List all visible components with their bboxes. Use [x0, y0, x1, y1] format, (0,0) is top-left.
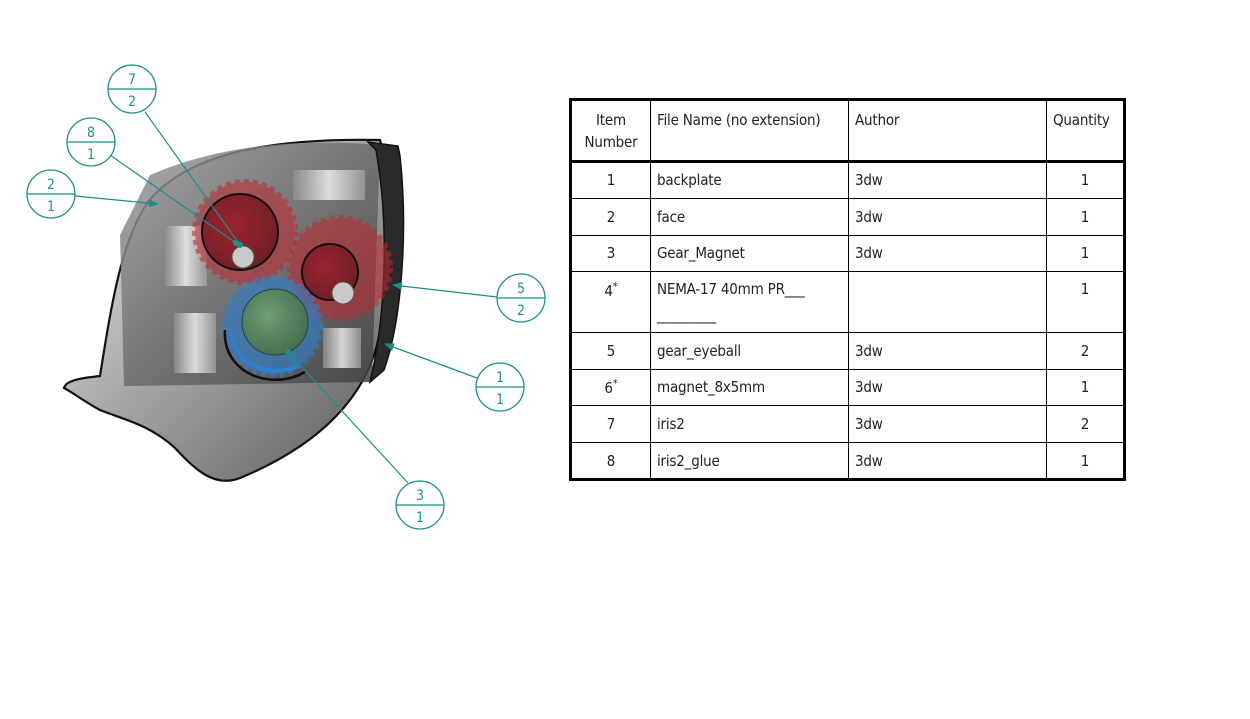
mount-block: [293, 170, 365, 200]
cell-author: 3dw: [848, 368, 1047, 407]
table-row: 2 face 3dw 1: [570, 197, 1125, 236]
file-name-text: NEMA-17 40mm PR___ _________: [657, 280, 805, 325]
table-row: 4* NEMA-17 40mm PR___ _________ 1: [570, 271, 1125, 333]
cell-author: 3dw: [848, 197, 1047, 236]
cell-item-number: 5: [570, 331, 651, 370]
item-mark: *: [612, 280, 618, 294]
table-row: 5 gear_eyeball 3dw 2: [570, 331, 1125, 370]
balloon-item-number: 2: [47, 177, 55, 193]
cell-author: 3dw: [848, 234, 1047, 273]
cell-file-name: iris2_glue: [650, 442, 849, 480]
leader-line: [74, 195, 159, 208]
cell-author: [848, 271, 1047, 333]
balloon-item-3: 3 1: [395, 480, 445, 530]
mount-blocks: [165, 170, 365, 373]
mount-block: [174, 313, 216, 373]
table-header-row: Item Number File Name (no extension) Aut…: [570, 99, 1125, 163]
cell-quantity: 1: [1046, 197, 1125, 236]
leader-dot: [233, 240, 239, 246]
cell-item-number: 1: [570, 161, 651, 199]
balloon-callouts: 7 2 8 1 2 1 5 2: [26, 64, 546, 530]
balloon-quantity: 1: [496, 392, 504, 408]
table-row: 1 backplate 3dw 1: [570, 161, 1125, 199]
item-number-text: 4: [604, 282, 613, 301]
header-file-name: File Name (no extension): [650, 99, 849, 163]
bill-of-materials-table: Item Number File Name (no extension) Aut…: [569, 98, 1126, 481]
cell-item-number: 7: [570, 405, 651, 444]
balloon-quantity: 2: [128, 94, 136, 110]
balloon-quantity: 2: [517, 303, 525, 319]
mouth-slot: [223, 329, 306, 382]
balloon-quantity: 1: [87, 147, 95, 163]
cell-file-name: face: [650, 197, 849, 236]
leader-line: [392, 282, 498, 298]
mouth-gear-arc: [229, 329, 299, 373]
cell-author: 3dw: [848, 405, 1047, 444]
cell-item-number: 2: [570, 197, 651, 236]
cell-file-name: magnet_8x5mm: [650, 368, 849, 407]
cell-item-number: 3: [570, 234, 651, 273]
balloon-item-number: 5: [517, 281, 525, 297]
cell-file-name: NEMA-17 40mm PR___ _________: [650, 271, 849, 333]
leader-line: [384, 343, 478, 379]
gear-eyeball-right: [287, 215, 393, 321]
item-number-text: 6: [604, 379, 613, 398]
cell-item-number: 4*: [570, 271, 651, 333]
table-row: 6* magnet_8x5mm 3dw 1: [570, 368, 1125, 407]
eyeball: [241, 288, 309, 356]
cell-item-number: 8: [570, 442, 651, 480]
cell-file-name: Gear_Magnet: [650, 234, 849, 273]
balloon-item-2: 2 1: [26, 169, 76, 219]
balloon-item-number: 8: [87, 125, 95, 141]
cell-quantity: 2: [1046, 331, 1125, 370]
balloon-item-1: 1 1: [475, 362, 525, 412]
cell-file-name: iris2: [650, 405, 849, 444]
cell-item-number: 6*: [570, 368, 651, 407]
leader-line: [144, 111, 241, 246]
leader-dot: [285, 349, 291, 355]
cell-author: 3dw: [848, 331, 1047, 370]
gear-magnet-part: [221, 275, 323, 382]
balloon-item-number: 1: [496, 370, 504, 386]
balloon-item-number: 3: [416, 488, 424, 504]
cell-quantity: 1: [1046, 234, 1125, 273]
item-mark: *: [612, 377, 618, 391]
cell-file-name: backplate: [650, 161, 849, 199]
table-row: 7 iris2 3dw 2: [570, 405, 1125, 444]
cell-file-name: gear_eyeball: [650, 331, 849, 370]
header-author: Author: [848, 99, 1047, 163]
leader-line: [287, 351, 409, 484]
mount-block: [323, 328, 361, 368]
balloon-item-number: 7: [128, 72, 136, 88]
iris-glue-disc: [231, 245, 255, 269]
table-row: 8 iris2_glue 3dw 1: [570, 442, 1125, 480]
iris-disc: [331, 281, 355, 305]
table-row: 3 Gear_Magnet 3dw 1: [570, 234, 1125, 273]
cell-quantity: 1: [1046, 368, 1125, 407]
cell-quantity: 1: [1046, 442, 1125, 480]
cell-author: 3dw: [848, 161, 1047, 199]
header-quantity: Quantity: [1046, 99, 1125, 163]
balloon-item-7: 7 2: [107, 64, 157, 114]
balloon-quantity: 1: [416, 510, 424, 526]
cell-quantity: 2: [1046, 405, 1125, 444]
header-item-number: Item Number: [570, 99, 651, 163]
leader-line: [109, 154, 237, 244]
cell-quantity: 1: [1046, 161, 1125, 199]
cell-quantity: 1: [1046, 271, 1125, 333]
balloon-item-5: 5 2: [496, 273, 546, 323]
cell-author: 3dw: [848, 442, 1047, 480]
balloon-item-8: 8 1: [66, 117, 116, 167]
gear-eyeball-left: [192, 179, 298, 285]
gear-body: [201, 193, 279, 271]
balloon-quantity: 1: [47, 199, 55, 215]
